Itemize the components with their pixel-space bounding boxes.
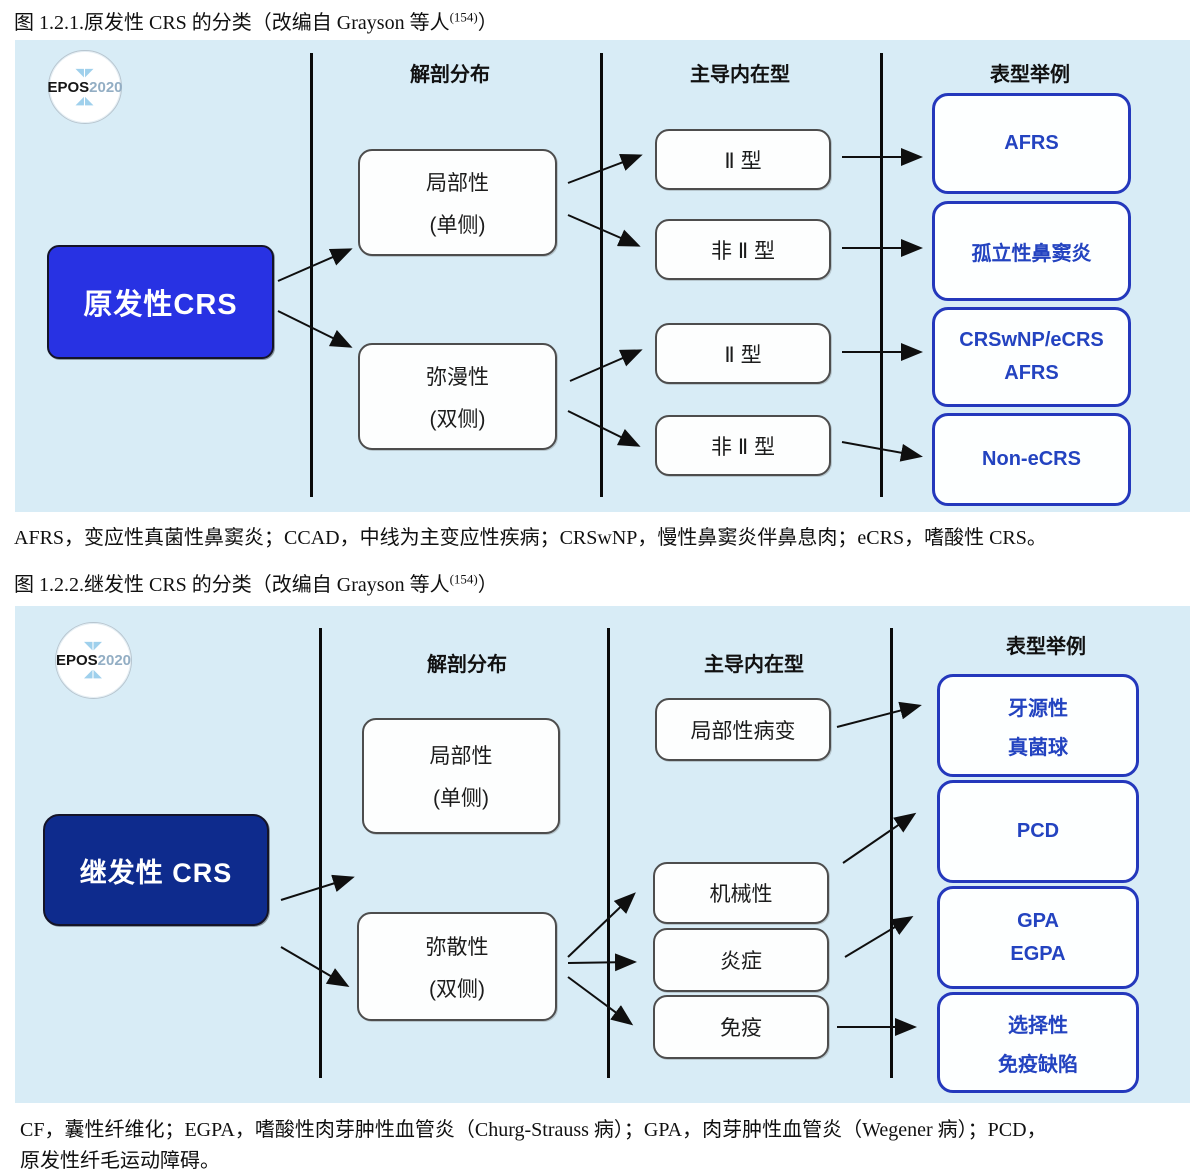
column-header-phenotype: 表型举例 [990, 64, 1070, 86]
logo-year: 2020 [97, 652, 132, 669]
column-header-endotype: 主导内在型 [690, 64, 790, 86]
figure2-title-close: ） [477, 574, 498, 596]
column-divider [310, 53, 313, 497]
arrow [280, 946, 350, 988]
anatomy-box-diffuse: 弥散性 (双侧) [357, 912, 557, 1021]
arrow [567, 953, 637, 972]
column-header-endotype: 主导内在型 [704, 654, 804, 676]
arrow [567, 153, 643, 184]
box-line: (单侧) [433, 787, 489, 810]
figure2-title-citation: (154) [449, 571, 478, 587]
box-line: 孤立性鼻窦炎 [971, 242, 1092, 265]
box-line: 弥漫性 [426, 365, 489, 389]
box-line: 非 Ⅱ 型 [710, 435, 775, 459]
logo-ornament-icon: ◥◤ [75, 66, 95, 79]
endotype-box-inflammatory: 炎症 [653, 928, 829, 992]
anatomy-box-localized: 局部性 (单侧) [362, 718, 560, 834]
epos2020-logo: ◥◤ EPOS2020 ◢◣ [47, 50, 123, 124]
box-line: Ⅱ 型 [724, 343, 762, 367]
box-line: 弥散性 [425, 935, 489, 959]
endotype-box-type2: Ⅱ 型 [655, 323, 831, 384]
box-line: Ⅱ 型 [724, 149, 762, 173]
arrow [844, 915, 914, 958]
column-header-anatomy: 解剖分布 [427, 654, 507, 676]
root-box-secondary-crs: 继发性 CRS [43, 814, 269, 926]
figure1-diagram: ◥◤ EPOS2020 ◢◣ 解剖分布 主导内在型 表型举例 原发性CRS 局部… [15, 40, 1190, 512]
phenotype-box-selective-immunodeficiency: 选择性 免疫缺陷 [937, 992, 1139, 1093]
logo-word: EPOS [47, 78, 90, 96]
box-line: (双侧) [429, 977, 485, 1001]
logo-ornament-icon: ◢◣ [75, 94, 95, 107]
arrow [569, 349, 643, 382]
box-line: (单侧) [429, 213, 486, 237]
arrow [842, 812, 917, 864]
box-line: EGPA [1010, 942, 1066, 965]
root-box-primary-crs: 原发性CRS [47, 245, 274, 359]
column-divider [880, 53, 883, 497]
box-line: AFRS [1004, 362, 1059, 384]
figure2-caption-line2: 原发性纤毛运动障碍。 [20, 1150, 220, 1172]
box-line: 机械性 [709, 883, 773, 906]
column-divider [607, 628, 610, 1078]
phenotype-box-non-ecrs: Non-eCRS [932, 413, 1131, 506]
box-line: GPA [1017, 909, 1059, 932]
endotype-box-non-type2: 非 Ⅱ 型 [655, 415, 831, 476]
logo-ornament-icon: ◥◤ [84, 640, 103, 652]
arrow [277, 310, 353, 348]
column-header-anatomy: 解剖分布 [410, 64, 490, 86]
anatomy-box-localized: 局部性 (单侧) [358, 149, 557, 256]
anatomy-box-diffuse: 弥漫性 (双侧) [358, 343, 557, 450]
phenotype-box-crswnp-ecrs-afrs: CRSwNP/eCRS AFRS [932, 307, 1131, 407]
figure2-diagram: ◥◤ EPOS2020 ◢◣ 解剖分布 主导内在型 表型举例 继发性 CRS 局… [15, 606, 1190, 1103]
box-line: 炎症 [720, 950, 762, 973]
box-line: 真菌球 [1008, 736, 1068, 759]
logo-ornament-icon: ◢◣ [84, 668, 103, 680]
endotype-box-mechanical: 机械性 [653, 862, 829, 924]
figure1-title-citation: (154) [449, 9, 478, 25]
box-line: 非 Ⅱ 型 [710, 239, 775, 263]
figure2-title-text: 图 1.2.2.继发性 CRS 的分类（改编自 Grayson 等人 [14, 574, 450, 596]
logo-year: 2020 [89, 78, 123, 96]
box-line: PCD [1016, 820, 1060, 842]
phenotype-box-pcd: PCD [937, 780, 1139, 883]
figure1-caption: AFRS，变应性真菌性鼻窦炎；CCAD，中线为主变应性疾病；CRSwNP，慢性鼻… [14, 527, 1047, 549]
figure1-title-close: ） [477, 12, 498, 34]
epos2020-logo: ◥◤ EPOS2020 ◢◣ [55, 622, 132, 699]
column-divider [319, 628, 322, 1078]
box-line: 选择性 [1008, 1014, 1068, 1037]
box-line: 免疫 [720, 1017, 762, 1040]
box-line: 局部性病变 [690, 719, 796, 743]
figure1-title: 图 1.2.1.原发性 CRS 的分类（改编自 Grayson 等人(154)） [14, 6, 498, 35]
phenotype-box-afrs: AFRS [932, 93, 1131, 194]
box-line: 局部性 [426, 171, 489, 195]
figure2-caption-line1: CF，囊性纤维化；EGPA，嗜酸性肉芽肿性血管炎（Churg-Strauss 病… [20, 1119, 1047, 1141]
box-line: (双侧) [429, 407, 486, 431]
phenotype-box-odontogenic-fungal: 牙源性 真菌球 [937, 674, 1139, 777]
logo-wordmark: EPOS2020 [56, 653, 131, 668]
endotype-box-type2: Ⅱ 型 [655, 129, 831, 190]
phenotype-box-isolated-sinusitis: 孤立性鼻窦炎 [932, 201, 1131, 301]
endotype-box-immune: 免疫 [653, 995, 829, 1059]
arrow [567, 892, 636, 958]
box-line: CRSwNP/eCRS [959, 329, 1104, 351]
column-divider [600, 53, 603, 497]
figure1-title-text: 图 1.2.1.原发性 CRS 的分类（改编自 Grayson 等人 [14, 12, 450, 34]
endotype-box-local-pathology: 局部性病变 [655, 698, 831, 761]
arrow [836, 701, 922, 728]
box-line: 牙源性 [1008, 697, 1068, 720]
box-line: 免疫缺陷 [998, 1053, 1078, 1076]
arrow [567, 976, 634, 1026]
box-line: 局部性 [429, 745, 493, 768]
arrow [277, 248, 353, 282]
arrow [280, 874, 355, 901]
box-line: Non-eCRS [982, 448, 1081, 470]
box-line: AFRS [1004, 132, 1059, 154]
column-header-phenotype: 表型举例 [1006, 636, 1086, 658]
figure2-title: 图 1.2.2.继发性 CRS 的分类（改编自 Grayson 等人(154)） [14, 568, 498, 597]
logo-wordmark: EPOS2020 [47, 80, 122, 95]
endotype-box-non-type2: 非 Ⅱ 型 [655, 219, 831, 280]
logo-word: EPOS [55, 652, 98, 669]
column-divider [890, 628, 893, 1078]
phenotype-box-gpa-egpa: GPA EGPA [937, 886, 1139, 989]
